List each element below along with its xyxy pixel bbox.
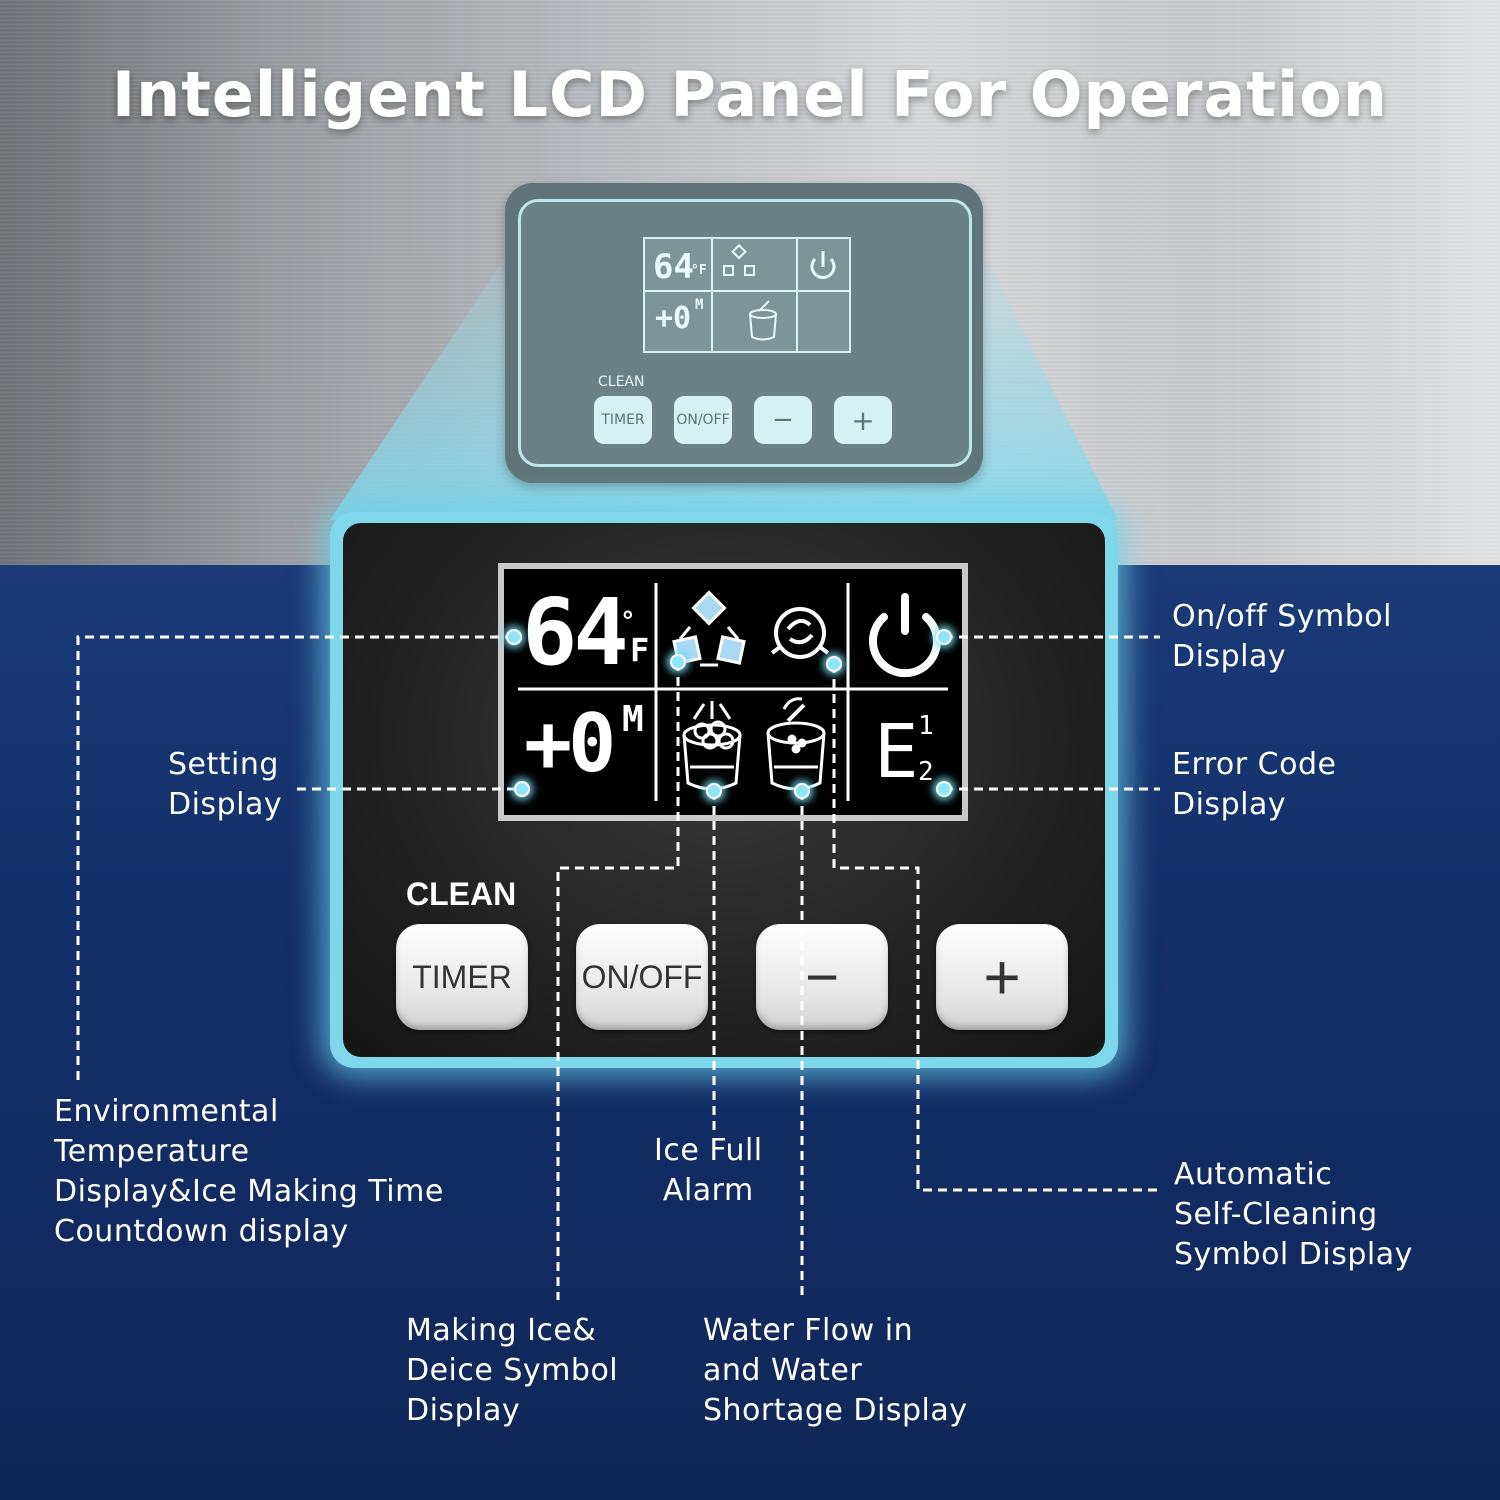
label-ice-full: Ice Full Alarm (654, 1131, 763, 1211)
label-line: Alarm (662, 1173, 754, 1208)
small-temp-unit: °F (691, 263, 707, 278)
error-code-sup: 1 (918, 711, 934, 741)
label-water-flow: Water Flow in and Water Shortage Display (703, 1311, 968, 1431)
label-line: Display (1172, 639, 1287, 674)
label-line: Symbol Display (1174, 1237, 1413, 1272)
small-temp-readout: 64 (653, 247, 694, 287)
label-setting-display: Setting Display (168, 745, 282, 825)
self-clean-icon (770, 607, 830, 659)
small-onoff-button[interactable]: ON/OFF (674, 396, 732, 444)
setting-unit: M (622, 699, 644, 740)
dot-ice-full (706, 783, 722, 799)
dot-making-ice (670, 654, 686, 670)
small-bucket-icon (749, 300, 777, 341)
label-line: Environmental (54, 1094, 279, 1129)
small-minus-button[interactable]: − (754, 396, 812, 444)
ice-cubes-icon (672, 590, 746, 667)
label-line: Water Flow in (703, 1313, 914, 1348)
small-control-panel (505, 183, 983, 483)
label-line: Temperature (54, 1134, 250, 1169)
clean-label: CLEAN (406, 876, 517, 912)
label-line: Self-Cleaning (1174, 1197, 1378, 1232)
lcd-screen: 64 ° F +0 M E 1 2 (498, 563, 968, 821)
label-line: Display (168, 787, 283, 822)
dot-water-flow (794, 783, 810, 799)
label-line: On/off Symbol (1172, 599, 1393, 634)
label-making-ice: Making Ice& Deice Symbol Display (406, 1311, 618, 1431)
setting-readout: +0 (524, 697, 616, 790)
label-line: Deice Symbol (406, 1353, 619, 1388)
water-bucket-icon (766, 697, 826, 791)
label-onoff-symbol: On/off Symbol Display (1172, 597, 1392, 677)
minus-button[interactable]: − (756, 924, 888, 1030)
label-line: Display (1172, 787, 1287, 822)
dot-environmental (506, 629, 522, 645)
dot-self-cleaning (826, 656, 842, 672)
small-setting-readout: +0 (655, 301, 692, 336)
headline: Intelligent LCD Panel For Operation (112, 58, 1388, 131)
temperature-unit: F (630, 631, 650, 669)
small-ice-cubes-icon (723, 243, 755, 276)
small-plus-button[interactable]: + (834, 396, 892, 444)
onoff-button[interactable]: ON/OFF (576, 924, 708, 1030)
label-line: Display (406, 1393, 521, 1428)
ice-full-bucket-icon (682, 701, 742, 791)
label-line: Automatic (1174, 1157, 1333, 1192)
dot-setting (514, 781, 530, 797)
small-timer-button[interactable]: TIMER (594, 396, 652, 444)
label-line: Setting (168, 747, 279, 782)
timer-button[interactable]: TIMER (396, 924, 528, 1030)
label-line: Making Ice& (406, 1313, 597, 1348)
small-lcd-screen: 64 °F +0 M (643, 237, 851, 353)
small-setting-unit: M (695, 297, 704, 313)
label-line: Shortage Display (703, 1393, 968, 1428)
power-icon (869, 593, 941, 678)
temperature-readout: 64 (522, 579, 629, 686)
label-line: Display&Ice Making Time (54, 1174, 444, 1209)
small-power-icon (810, 251, 836, 279)
label-line: Ice Full (654, 1133, 763, 1168)
label-line: and Water (703, 1353, 863, 1388)
error-code-sub: 2 (918, 757, 934, 787)
label-self-cleaning: Automatic Self-Cleaning Symbol Display (1174, 1155, 1413, 1275)
lcd-display-area: 64 ° F +0 M E 1 2 (504, 569, 962, 815)
temperature-degree: ° (620, 607, 636, 637)
error-code-letter: E (874, 709, 919, 795)
small-lcd-grid (645, 239, 849, 351)
plus-button[interactable]: + (936, 924, 1068, 1030)
label-line: Countdown display (54, 1214, 349, 1249)
lcd-grid (518, 583, 948, 801)
dot-onoff (936, 629, 952, 645)
label-environmental: Environmental Temperature Display&Ice Ma… (54, 1092, 444, 1252)
label-error-code: Error Code Display (1172, 745, 1336, 825)
dot-error (936, 781, 952, 797)
small-clean-label: CLEAN (598, 374, 645, 390)
label-line: Error Code (1172, 747, 1337, 782)
